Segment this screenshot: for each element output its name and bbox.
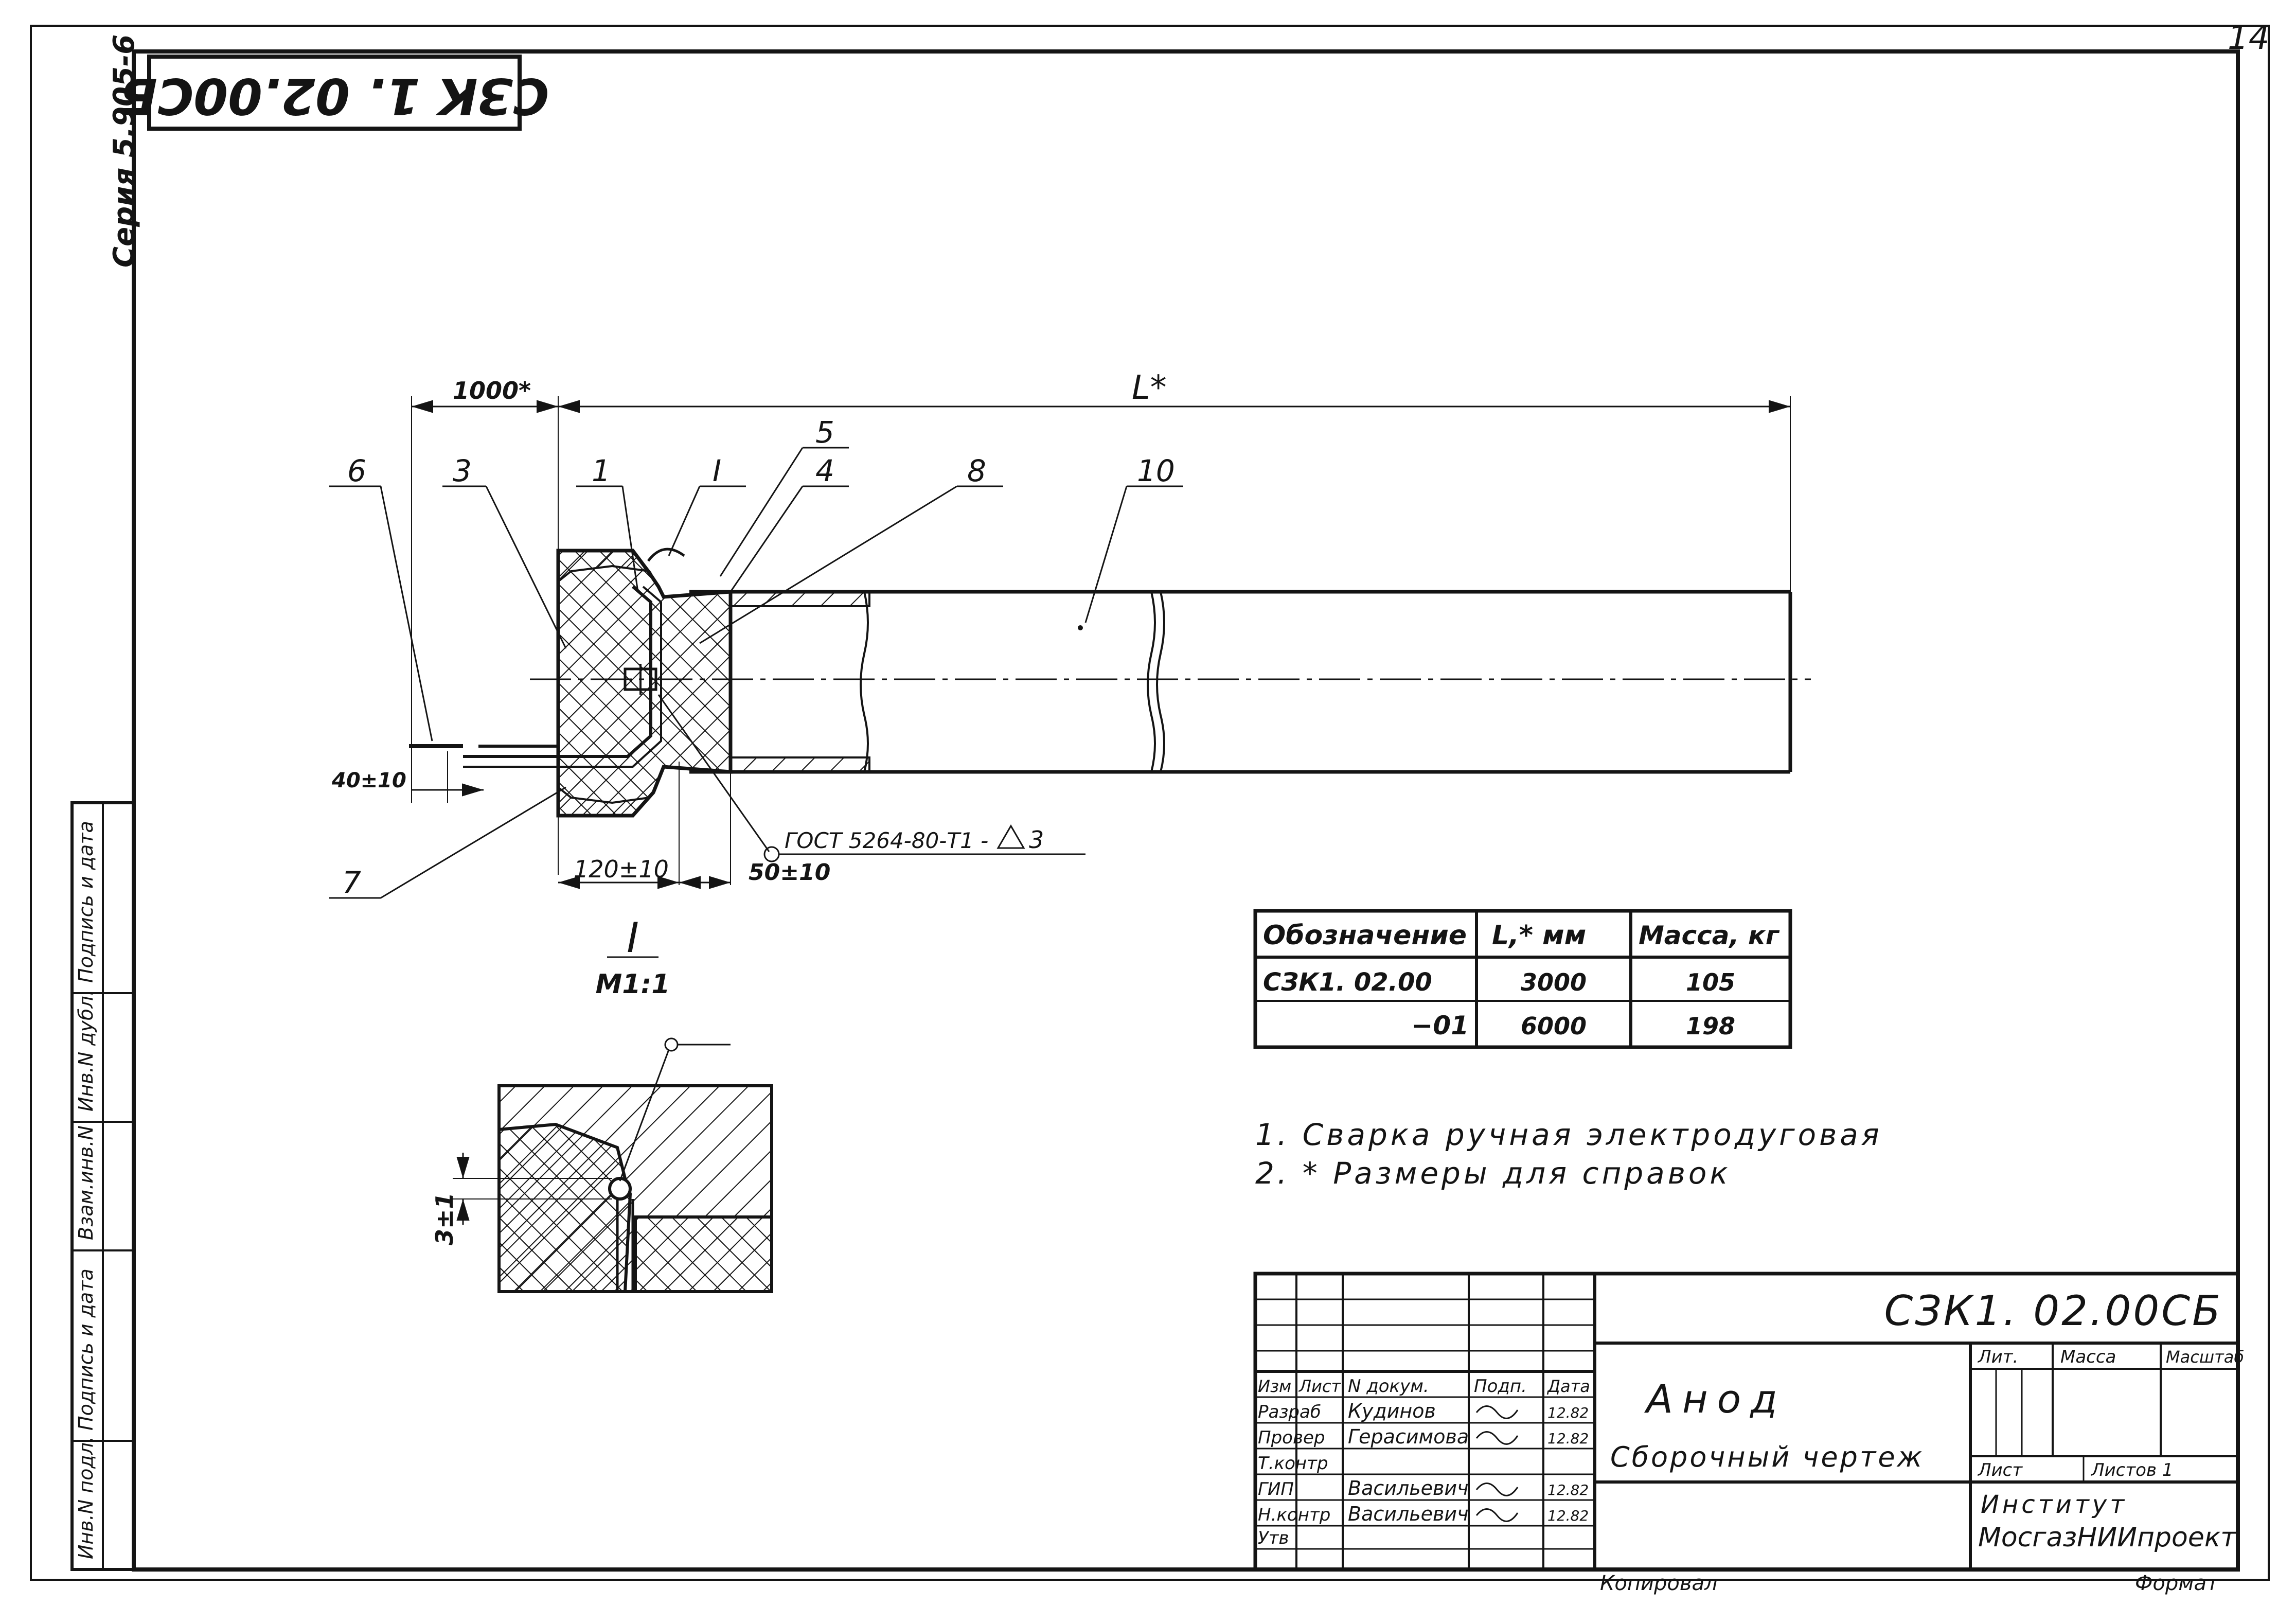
- tb-mass: Масса: [2060, 1347, 2116, 1367]
- tb-format: Формат: [2135, 1572, 2219, 1595]
- tb-sheet: Лист: [1977, 1460, 2023, 1480]
- tb-role-3: ГИП: [1258, 1479, 1294, 1499]
- tb-role-4: Н.контр: [1258, 1505, 1330, 1525]
- weld-leg: 3: [1029, 826, 1044, 854]
- sidebar-label-2: Взам.инв.N: [75, 1125, 97, 1240]
- tb-role-0: Разраб: [1258, 1402, 1321, 1422]
- page-number: 14: [2228, 19, 2269, 57]
- leader-1: 1: [592, 453, 611, 488]
- leader-4: 4: [815, 453, 834, 488]
- tb-role-5: Утв: [1258, 1528, 1289, 1548]
- tb-designation: СЗК1. 02.00СБ: [1884, 1287, 2222, 1335]
- spec-cell-1-1: 6000: [1521, 1012, 1587, 1040]
- tb-date-0: 12.82: [1547, 1404, 1589, 1421]
- leader-I: I: [713, 453, 721, 488]
- tb-name-1: Герасимова: [1348, 1425, 1469, 1448]
- leader-7: 7: [342, 865, 361, 900]
- title-block: Изм Лист N докум. Подп. Дата Разраб Пров…: [1253, 1272, 2244, 1595]
- detail-dim: 3±1: [431, 1192, 458, 1245]
- tb-scale: Масштаб: [2166, 1347, 2244, 1367]
- note-2: 2. * Размеры для справок: [1255, 1156, 1731, 1191]
- sidebar-label-1: Подпись и дата: [75, 1268, 97, 1431]
- tb-lit: Лит.: [1977, 1347, 2018, 1367]
- tb-name-3: Васильевич: [1348, 1477, 1469, 1499]
- notes: 1. Сварка ручная электродуговая 2. * Раз…: [1255, 1117, 1882, 1191]
- sidebar-label-0: Инв.N подл.: [75, 1436, 97, 1559]
- tb-col-1: Лист: [1298, 1377, 1341, 1396]
- leader-10: 10: [1137, 453, 1175, 488]
- left-sidebar: Инв.N подл. Подпись и дата Взам.инв.N Ин…: [70, 801, 135, 1571]
- note-1: 1. Сварка ручная электродуговая: [1255, 1117, 1882, 1152]
- leader-5: 5: [815, 415, 834, 450]
- tb-copied: Копировал: [1600, 1572, 1718, 1595]
- tb-date-4: 12.82: [1547, 1507, 1589, 1524]
- tb-role-1: Провер: [1258, 1427, 1325, 1448]
- sidebar-label-3: Инв.N дубл.: [75, 990, 97, 1112]
- detail-scale: М1:1: [596, 969, 670, 1000]
- main-assembly-view: 1000* L* 40±10 120±10 50±10 6 3: [329, 369, 1811, 900]
- spec-cell-1-2: 198: [1686, 1012, 1735, 1040]
- tb-org-2: МосгазНИИпроект: [1978, 1522, 2237, 1553]
- spec-table: Обозначение L,* мм Масса, кг СЗК1. 02.00…: [1253, 909, 1792, 1049]
- spec-header-1: L,* мм: [1492, 920, 1586, 951]
- dim-50-label: 50±10: [749, 859, 830, 886]
- tb-col-2: N докум.: [1348, 1376, 1429, 1397]
- tb-date-1: 12.82: [1547, 1430, 1589, 1447]
- spec-cell-0-1: 3000: [1521, 968, 1587, 996]
- rotated-designation-box: СЗК 1. 02.00СБ: [120, 55, 549, 131]
- spec-cell-0-0: СЗК1. 02.00: [1263, 968, 1432, 997]
- spec-header-2: Масса, кг: [1639, 921, 1780, 950]
- leader-3: 3: [453, 453, 472, 488]
- tb-col-0: Изм: [1258, 1377, 1291, 1396]
- tb-col-4: Дата: [1546, 1377, 1590, 1396]
- tb-name: Анод: [1644, 1376, 1787, 1422]
- anode-end-cap: [463, 548, 733, 818]
- dim-40-label: 40±10: [331, 769, 406, 792]
- dim-120-label: 120±10: [574, 855, 669, 883]
- spec-cell-0-2: 105: [1686, 968, 1735, 996]
- pipe-body: [689, 590, 1792, 774]
- dim-1000-label: 1000*: [453, 377, 531, 404]
- spec-cell-1-0: −01: [1412, 1011, 1469, 1040]
- dimensions: 1000* L* 40±10 120±10 50±10: [331, 369, 1791, 889]
- tb-sheets: Листов 1: [2090, 1460, 2173, 1480]
- tb-col-3: Подп.: [1474, 1376, 1527, 1397]
- sheet-frame: 14: [30, 19, 2270, 1581]
- tb-doc-type: Сборочный чертеж: [1610, 1441, 1924, 1473]
- tb-role-2: Т.контр: [1258, 1453, 1328, 1474]
- tb-name-4: Васильевич: [1348, 1503, 1469, 1525]
- weld-note: ГОСТ 5264-80-Т1 -: [785, 828, 988, 853]
- position-leaders: 6 3 1 I 5 4 8: [329, 415, 1183, 900]
- detail-I: I М1:1 3±1: [431, 914, 773, 1293]
- dim-L-label: L*: [1132, 369, 1167, 407]
- tb-name-0: Кудинов: [1348, 1400, 1436, 1422]
- rotated-designation: СЗК 1. 02.00СБ: [120, 67, 549, 125]
- tb-date-3: 12.82: [1547, 1481, 1589, 1498]
- detail-label: I: [627, 914, 639, 962]
- spec-header-0: Обозначение: [1263, 920, 1467, 951]
- leader-6: 6: [347, 453, 366, 488]
- sidebar-label-4: Подпись и дата: [75, 821, 97, 983]
- series-label: Серия 5.905-6: [108, 34, 141, 268]
- leader-8: 8: [967, 453, 986, 488]
- tb-org-1: Институт: [1981, 1490, 2127, 1519]
